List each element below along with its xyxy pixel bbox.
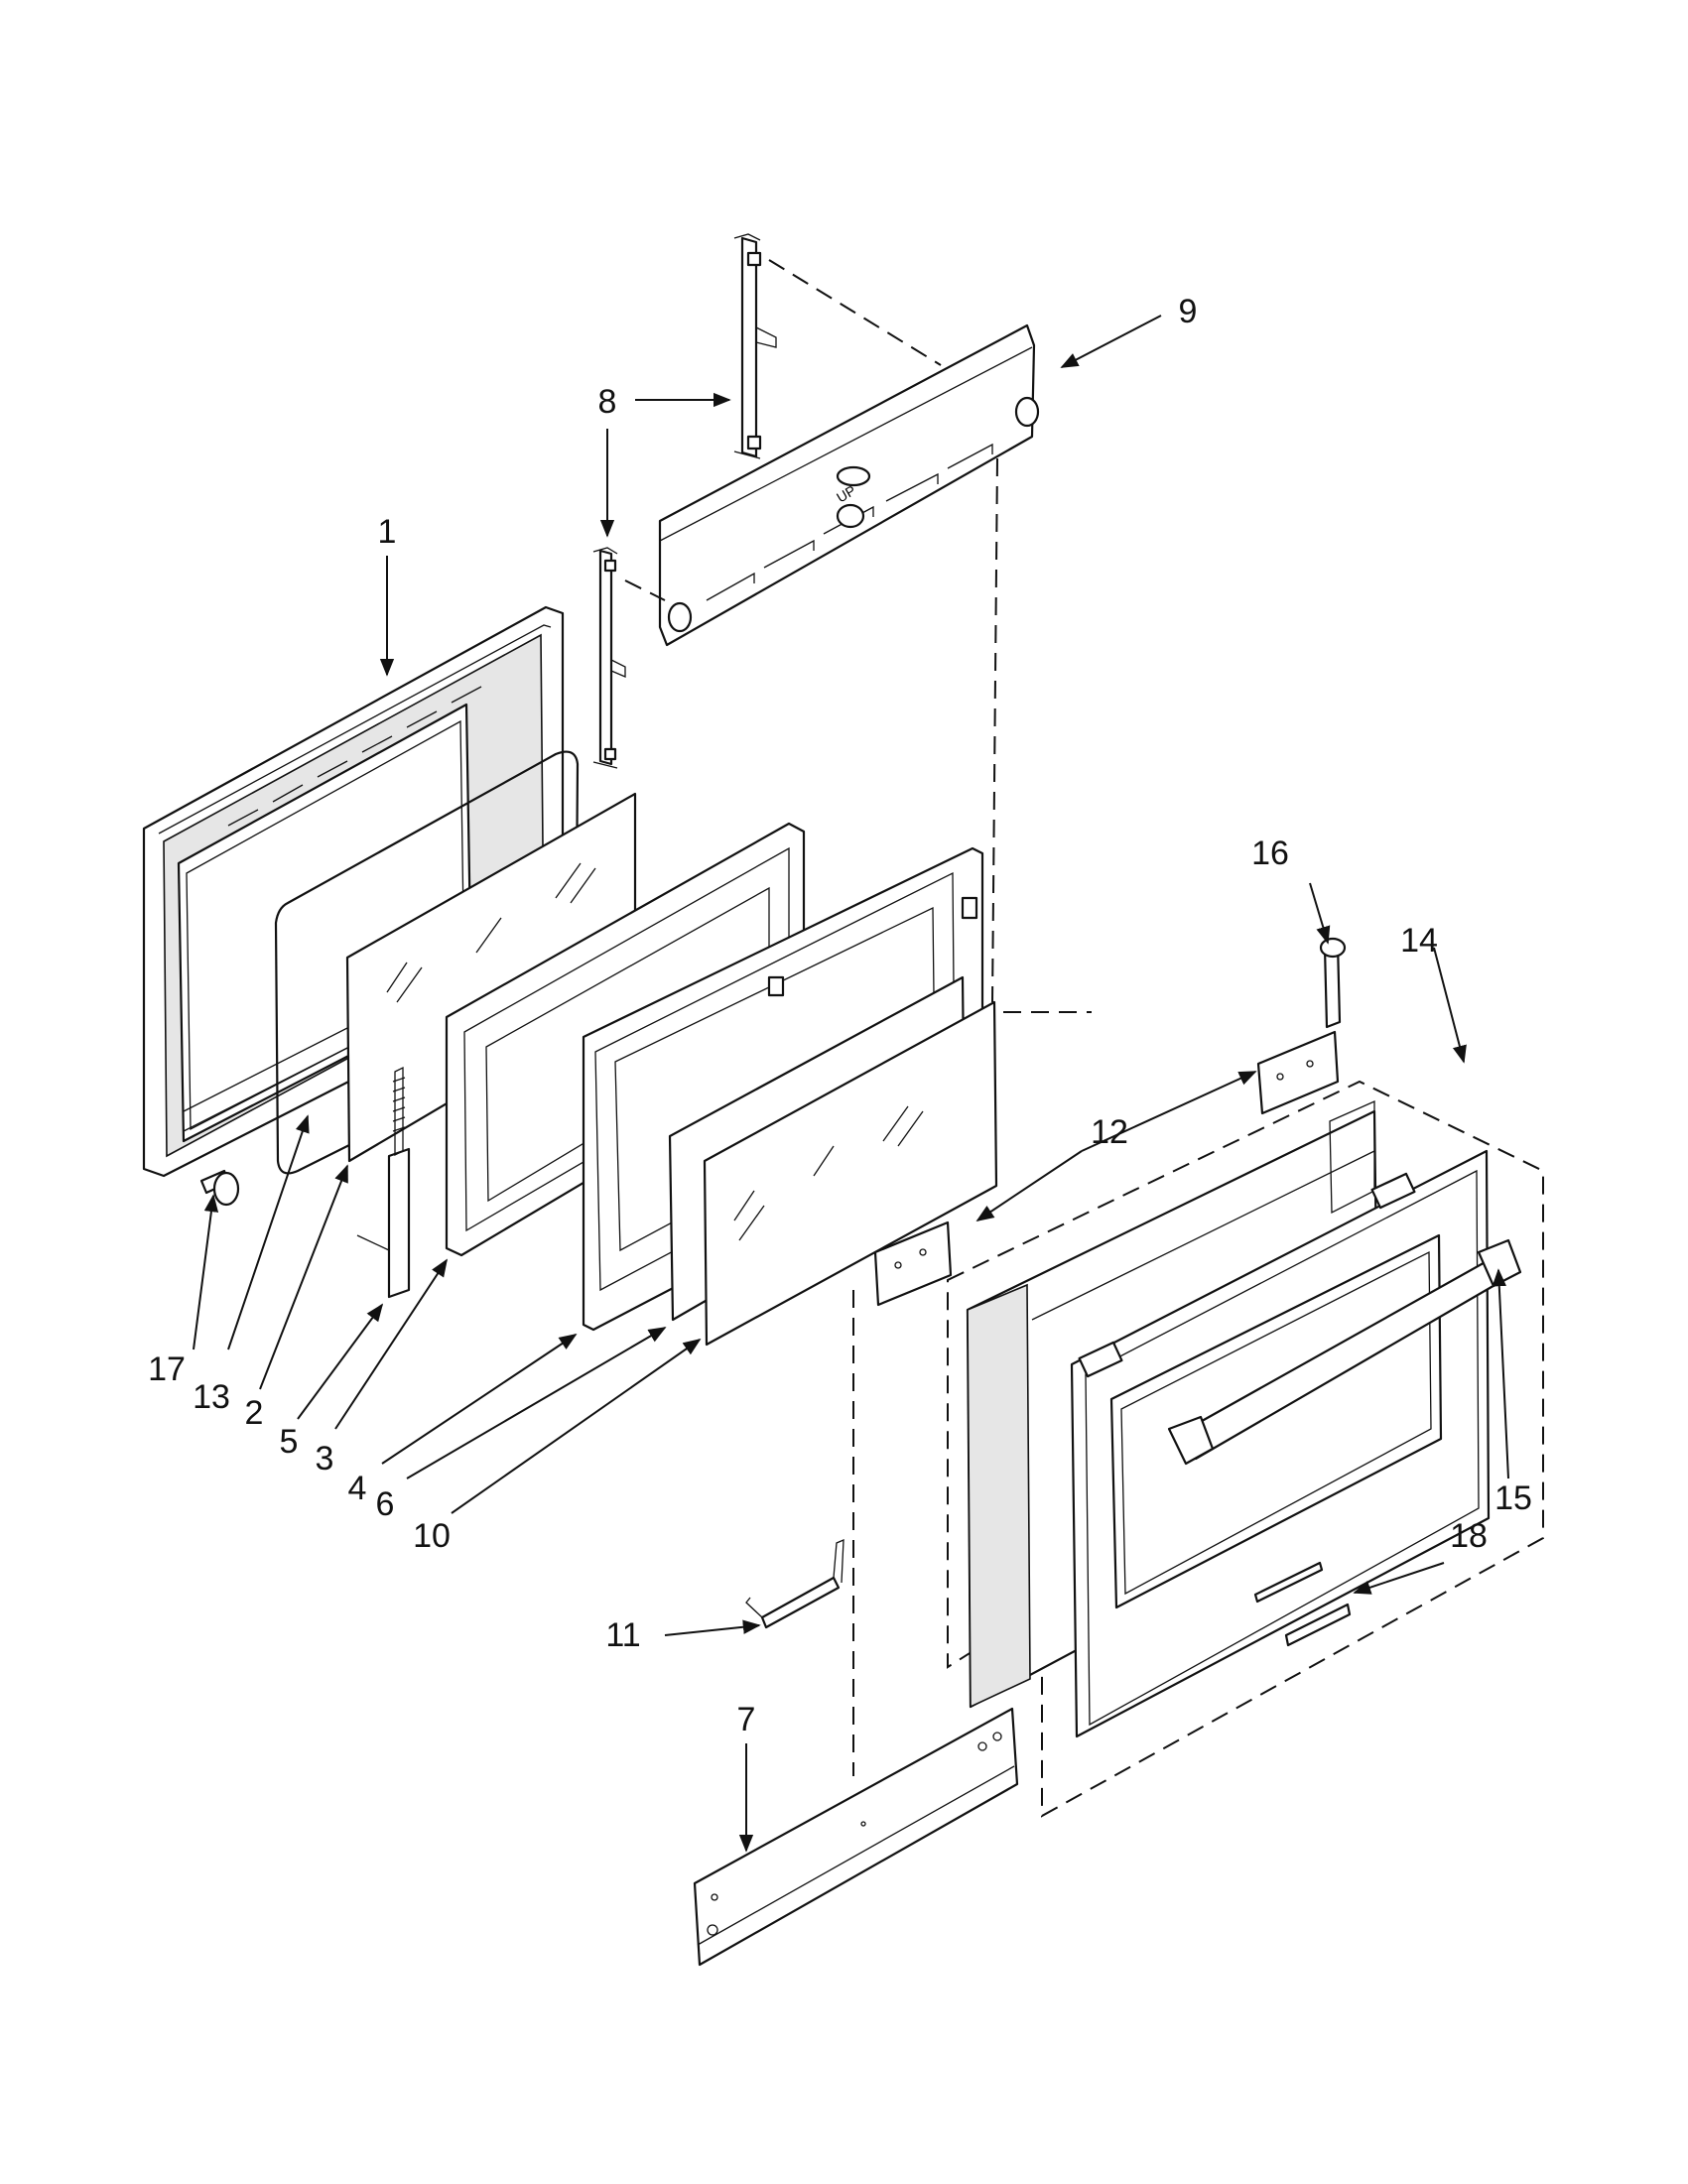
- callout-8: 8: [598, 383, 617, 421]
- part-7-bottom-trim: [693, 1707, 1019, 1967]
- callout-13: 13: [193, 1378, 230, 1416]
- outer-door-panel: [1070, 1149, 1491, 1738]
- part-8-lower-bracket: [592, 547, 626, 769]
- part-5-door-hinge: [356, 1066, 411, 1299]
- callout-9: 9: [1179, 293, 1198, 330]
- alignment-lines: [624, 259, 1092, 1776]
- part-18-brand-badge: [1253, 1561, 1352, 1647]
- callout-17: 17: [148, 1350, 186, 1388]
- callout-16: 16: [1251, 835, 1289, 872]
- callout-14: 14: [1400, 922, 1438, 960]
- callout-12: 12: [1091, 1113, 1128, 1151]
- part-13-door-gasket: [274, 750, 580, 1175]
- part-17-screw: [199, 1169, 240, 1207]
- part-10-outer-inner-glass: [703, 1000, 998, 1347]
- part-8-upper-bracket: [733, 233, 777, 459]
- callout-labels: 1 2 3 4 5 6 7 8 9 10 11 12 13 14 15 16 1…: [148, 293, 1532, 1738]
- part-16-screw: [1319, 937, 1347, 1029]
- callout-11: 11: [605, 1616, 640, 1654]
- part-11-bracket: [745, 1538, 844, 1629]
- callout-3: 3: [316, 1440, 334, 1477]
- callout-15: 15: [1494, 1479, 1532, 1517]
- part-15-door-handle: [1167, 1238, 1522, 1466]
- callout-7: 7: [737, 1701, 756, 1738]
- callout-arrows: [193, 315, 1509, 1853]
- callout-18: 18: [1450, 1517, 1488, 1555]
- callout-5: 5: [280, 1423, 299, 1461]
- callout-6: 6: [376, 1485, 395, 1523]
- part-12-hinge-bracket-left: [873, 1220, 953, 1307]
- part-9-door-top-panel: UP: [658, 323, 1040, 647]
- callout-2: 2: [245, 1394, 264, 1432]
- callout-1: 1: [378, 513, 397, 551]
- callout-4: 4: [348, 1470, 367, 1507]
- part-12-hinge-bracket-right: [1256, 1030, 1340, 1115]
- callout-10: 10: [413, 1517, 451, 1555]
